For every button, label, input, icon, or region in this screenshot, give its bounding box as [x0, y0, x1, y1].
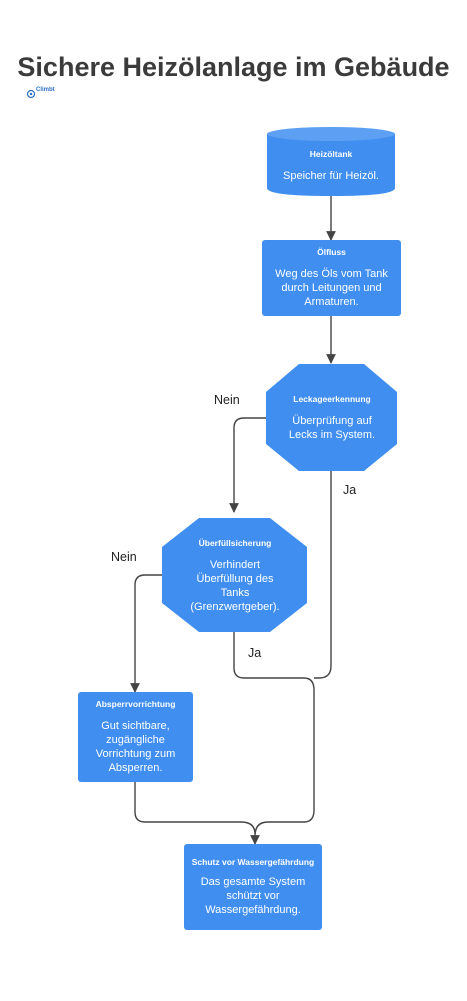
- node-heizoeltank: Heizöltank Speicher für Heizöl.: [267, 140, 395, 192]
- edge-label-leckage-nein: Nein: [214, 393, 240, 407]
- node-oelfluss-title: Ölfluss: [317, 247, 346, 257]
- node-absperr-title: Absperrvorrichtung: [95, 699, 176, 709]
- logo-text: Climbt: [36, 87, 55, 93]
- node-oelfluss: Ölfluss Weg des Öls vom Tank durch Leitu…: [266, 244, 397, 312]
- node-absperr-desc: Gut sichtbare, zugängliche Vorrichtung z…: [95, 720, 176, 774]
- edge-absperr-to-schutz: [134, 782, 256, 835]
- brand-logo: Climbt: [26, 86, 70, 99]
- node-ueberfuell-title: Überfüllsicherung: [198, 538, 272, 548]
- edge-label-ueberfuell-nein: Nein: [111, 550, 137, 564]
- node-heizoeltank-title: Heizöltank: [309, 149, 353, 159]
- node-leckage: Leckageerkennung Überprüfung auf Lecks i…: [286, 372, 378, 464]
- page-title: Sichere Heizölanlage im Gebäude: [17, 52, 450, 82]
- node-oelfluss-shape: [262, 240, 401, 316]
- node-leckage-desc: Überprüfung auf Lecks im System.: [288, 415, 376, 441]
- node-schutz-shape: [184, 844, 322, 930]
- node-leckage-shape: [266, 364, 397, 471]
- node-heizoeltank-shape: [267, 127, 395, 196]
- edge-leckage-ja: [314, 470, 332, 679]
- node-ueberfuell-shape: [162, 518, 307, 632]
- node-schutz-desc: Das gesamte System schützt vor Wassergef…: [200, 876, 306, 916]
- edge-label-ueberfuell-ja: Ja: [248, 646, 262, 660]
- node-oelfluss-desc: Weg des Öls vom Tank durch Leitungen und…: [275, 268, 388, 308]
- node-heizoeltank-desc: Speicher für Heizöl.: [283, 170, 379, 182]
- node-schutz: Schutz vor Wassergefährdung Das gesamte …: [188, 848, 318, 926]
- node-ueberfuell: Überfüllsicherung Verhindert Überfüllung…: [181, 526, 289, 626]
- node-absperr-shape: [78, 692, 193, 782]
- node-schutz-title: Schutz vor Wassergefährdung: [191, 857, 315, 867]
- edge-ueberfuell-nein: [130, 574, 162, 693]
- logo-icon: [26, 89, 36, 99]
- node-absperr: Absperrvorrichtung Gut sichtbare, zugäng…: [82, 696, 189, 778]
- node-leckage-title: Leckageerkennung: [293, 394, 371, 404]
- edge-leckage-nein: [229, 417, 266, 513]
- edge-ueberfuell-ja: [233, 632, 315, 845]
- node-ueberfuell-desc: Verhindert Überfüllung des Tanks (Grenzw…: [190, 559, 280, 613]
- edge-label-leckage-ja: Ja: [343, 483, 357, 497]
